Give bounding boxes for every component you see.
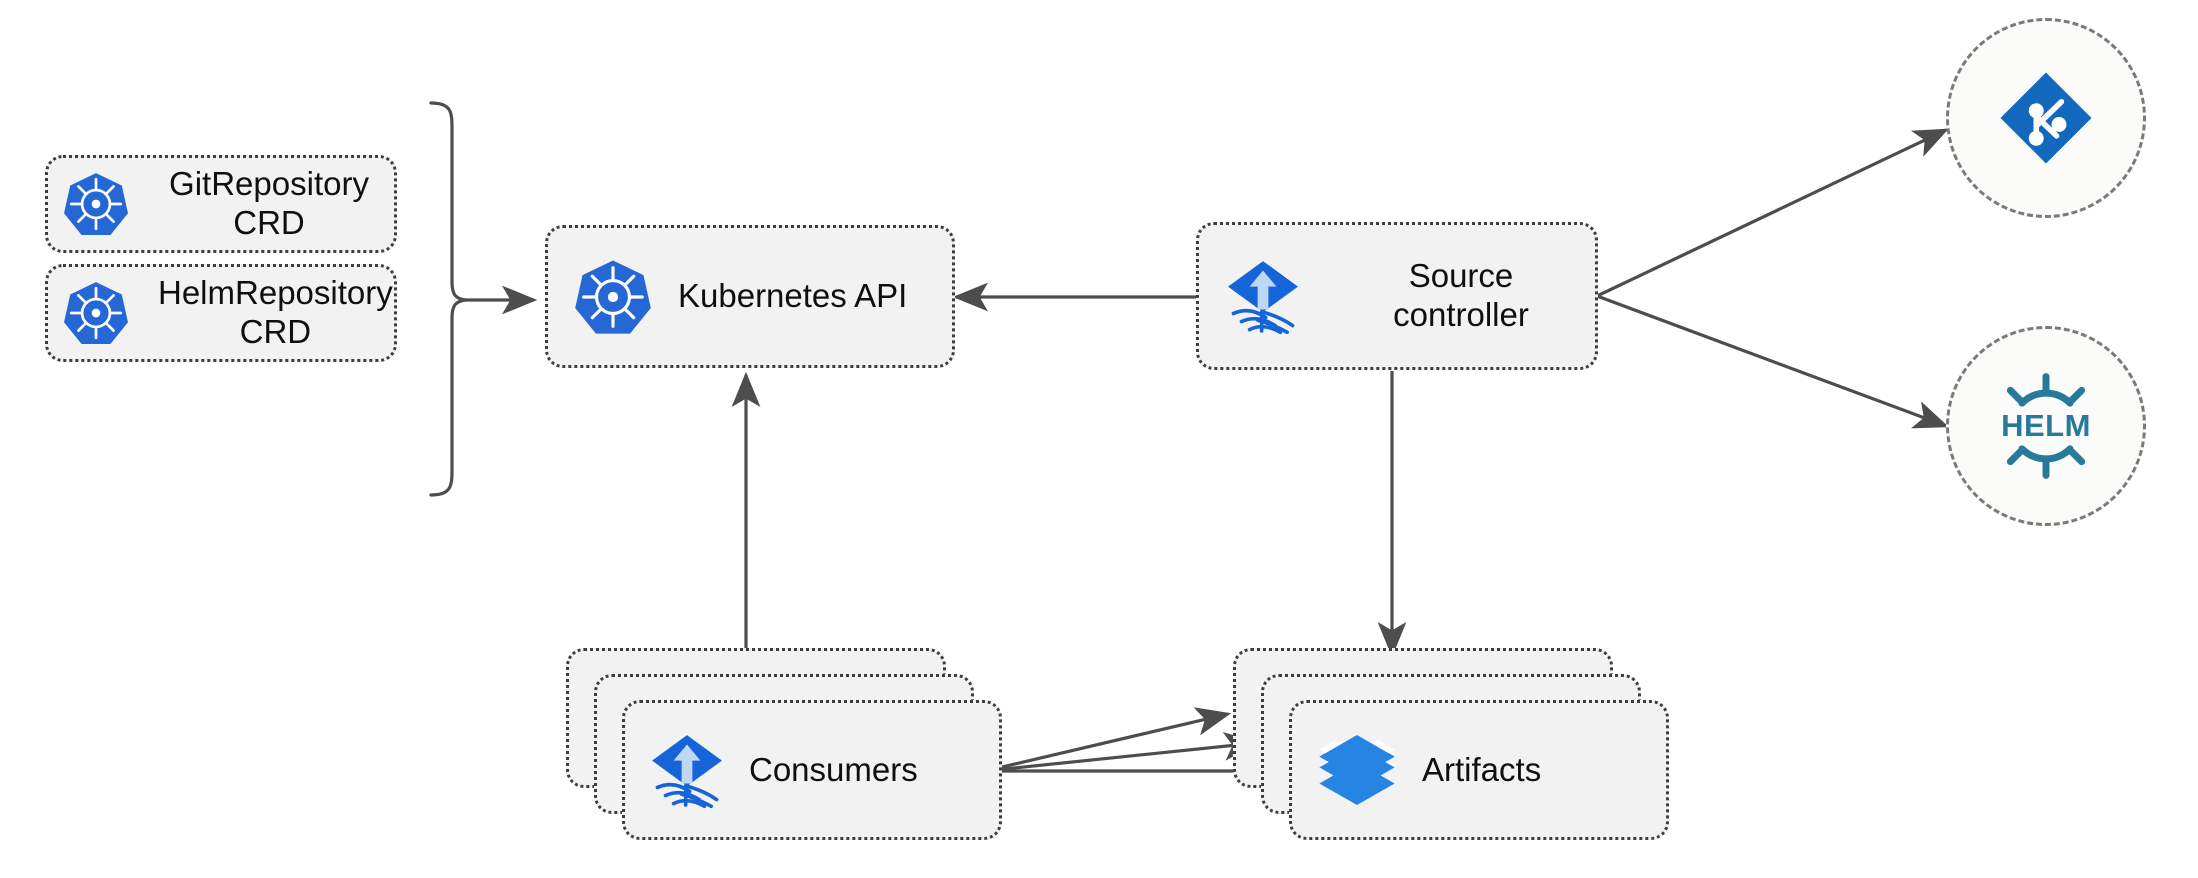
kubernetes-icon (48, 171, 144, 237)
layers-icon (1292, 727, 1422, 813)
flux-icon (625, 727, 749, 813)
node-label: Artifacts (1422, 750, 1542, 788)
node-label: Consumers (749, 750, 918, 788)
node-label: GitRepository CRD (169, 165, 369, 241)
node-helmrepository-crd[interactable]: HelmRepository CRD (45, 264, 397, 362)
node-label: Kubernetes API (678, 277, 908, 315)
git-icon (1994, 66, 2098, 170)
helm-wordmark: HELM (2001, 408, 2091, 443)
node-source-controller[interactable]: Source controller (1196, 222, 1598, 370)
node-artifacts[interactable]: Artifacts (1289, 700, 1669, 840)
flux-icon (1199, 253, 1327, 339)
node-helm-provider[interactable]: HELM (1946, 326, 2146, 526)
edge-source-to-git (1596, 128, 1949, 298)
kubernetes-icon (548, 258, 678, 336)
edge-source-to-helm (1596, 294, 1949, 429)
node-gitrepository-crd[interactable]: GitRepository CRD (45, 155, 397, 253)
kubernetes-icon (48, 280, 144, 346)
crd-group-bracket (429, 101, 538, 497)
node-git-provider[interactable] (1946, 18, 2146, 218)
node-consumers[interactable]: Consumers (622, 700, 1002, 840)
helm-icon: HELM (1984, 364, 2108, 488)
node-label: Source controller (1393, 257, 1529, 333)
node-label: HelmRepository CRD (158, 274, 393, 350)
node-kubernetes-api[interactable]: Kubernetes API (545, 225, 955, 368)
